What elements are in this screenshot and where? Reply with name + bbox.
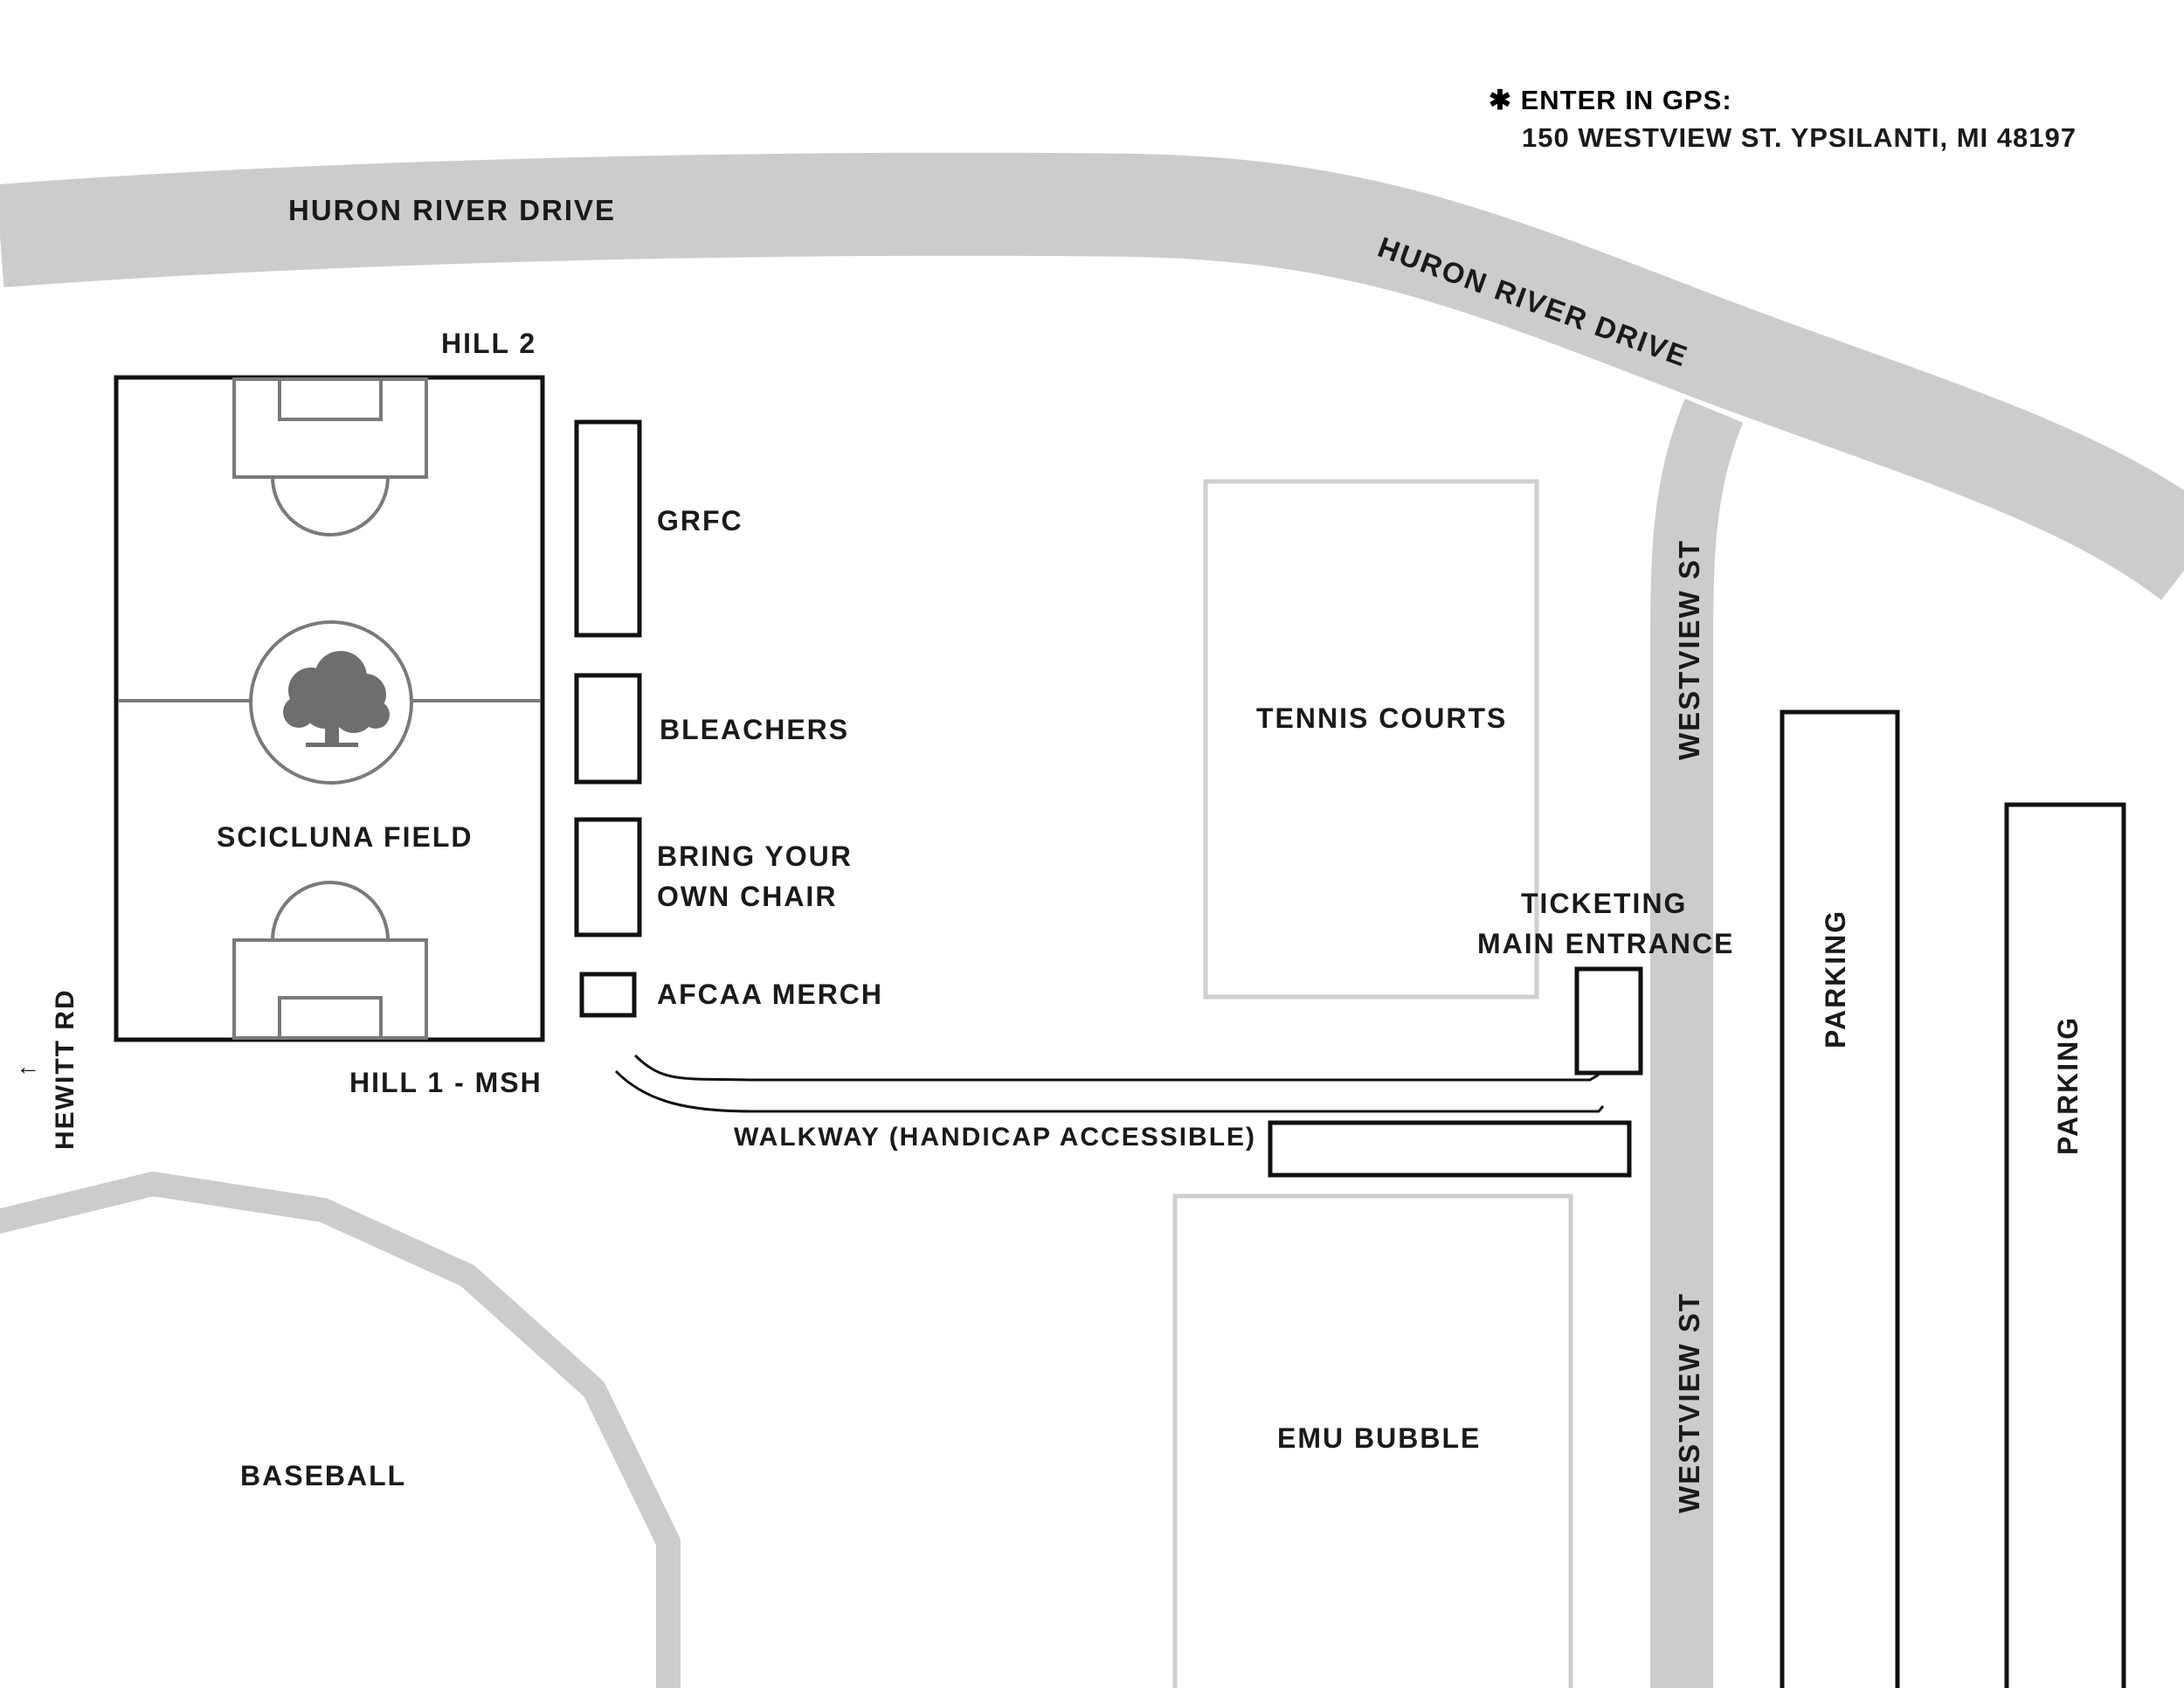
bottom-goal-box	[278, 996, 383, 1040]
label-ticketing: TICKETING	[1521, 888, 1687, 919]
top-penalty-arc	[271, 476, 390, 536]
label-parking-1: PARKING	[1820, 910, 1851, 1048]
emu-bubble-outline	[1172, 1193, 1573, 1688]
label-westview-st-north: WESTVIEW ST	[1673, 539, 1705, 760]
seating-areas	[574, 419, 2126, 1688]
gps-address: 150 WESTVIEW ST. YPSILANTI, MI 48197	[1522, 122, 2077, 153]
label-emu-bubble: EMU BUBBLE	[1277, 1422, 1481, 1454]
roads	[0, 152, 2184, 1688]
label-baseball: BASEBALL	[240, 1460, 406, 1491]
bottom-penalty-arc	[271, 881, 390, 941]
walkway-path	[614, 1054, 1605, 1113]
tennis-courts-outline	[1203, 479, 1539, 1000]
label-hill-2: HILL 2	[441, 328, 536, 359]
byoc-box	[574, 817, 642, 937]
bottom-penalty-box	[232, 938, 428, 1040]
tree-logo-icon	[283, 651, 390, 747]
label-huron-river-drive-west: HURON RIVER DRIVE	[288, 194, 616, 226]
label-bleachers: BLEACHERS	[660, 714, 849, 745]
label-afcaa-merch: AFCAA MERCH	[657, 979, 883, 1010]
label-byoc-line1: BRING YOUR	[657, 841, 853, 872]
walkway-box	[1268, 1120, 1632, 1178]
label-byoc-line2: OWN CHAIR	[657, 881, 837, 912]
parking-lot-1	[1780, 709, 1900, 1688]
grfc-box	[574, 419, 642, 638]
parking-lot-2	[2004, 802, 2126, 1688]
label-walkway: WALKWAY (HANDICAP ACCESSIBLE)	[734, 1123, 1256, 1152]
top-goal-box	[278, 377, 383, 421]
center-circle	[249, 620, 413, 785]
label-hewitt-rd: HEWITT RD	[51, 988, 79, 1150]
buildings	[1172, 479, 1573, 1688]
label-hill-1: HILL 1 - MSH	[349, 1067, 543, 1098]
label-grfc: GRFC	[657, 505, 743, 536]
label-scicluna-field: SCICLUNA FIELD	[217, 821, 473, 853]
baseball-outline-road	[0, 1172, 681, 1688]
ticketing-box	[1574, 966, 1643, 1076]
bleachers-box	[574, 673, 642, 785]
label-parking-2: PARKING	[2052, 1016, 2084, 1155]
scicluna-field	[114, 375, 545, 1042]
hewitt-arrow-icon: ←	[16, 1053, 42, 1080]
afcaa-merch-box	[579, 972, 637, 1018]
label-main-entrance: MAIN ENTRANCE	[1477, 928, 1734, 959]
huron-river-drive-road	[0, 152, 2184, 601]
label-tennis-courts: TENNIS COURTS	[1256, 702, 1507, 734]
top-penalty-box	[232, 377, 428, 479]
gps-heading: ✱ ENTER IN GPS:	[1489, 85, 1732, 115]
westview-st-road	[1650, 398, 1744, 1688]
label-westview-st-south: WESTVIEW ST	[1673, 1292, 1705, 1513]
